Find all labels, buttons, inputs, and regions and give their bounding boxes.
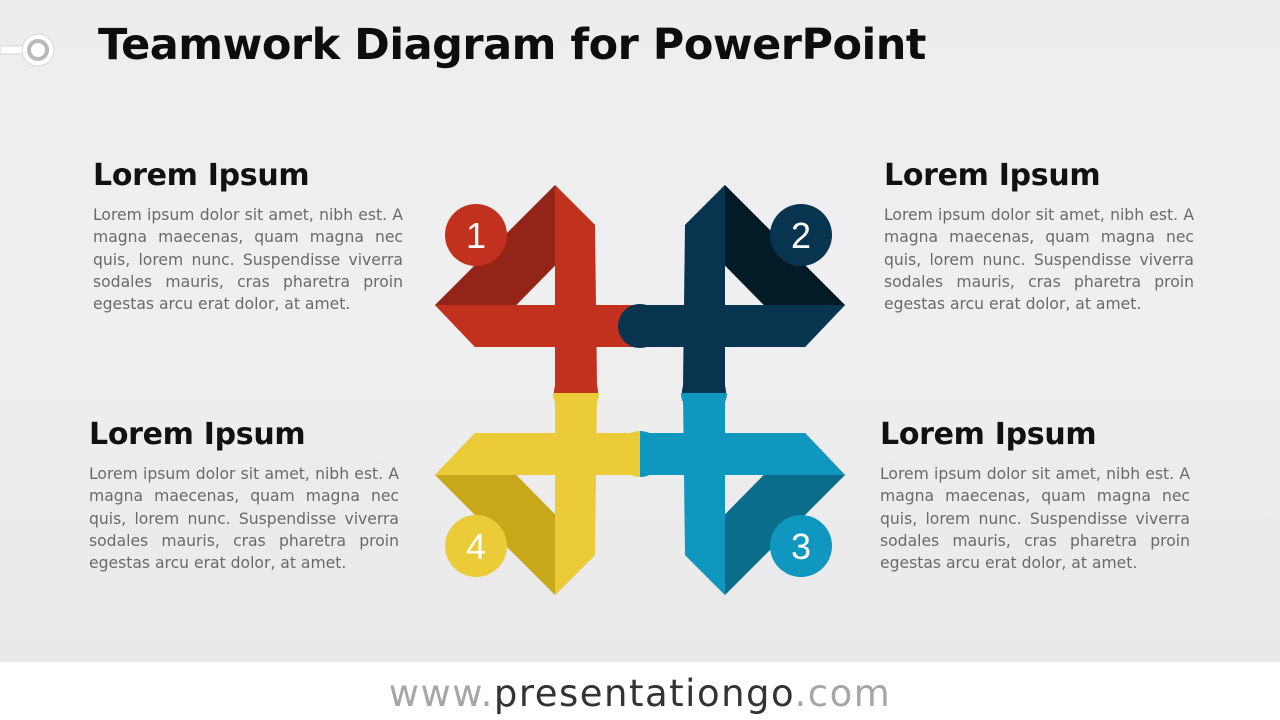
joint-4b [617,431,640,477]
arrow-cross-2 [618,185,845,414]
footer-url-prefix: www. [388,672,494,715]
slide-title: Teamwork Diagram for PowerPoint [98,20,926,70]
key-ring-icon [0,33,55,67]
arrow-bar-1 [435,305,640,347]
text-block-1: Lorem Ipsum Lorem ipsum dolor sit amet, … [93,158,403,315]
footer: www.presentationgo.com [0,662,1280,720]
block-body: Lorem ipsum dolor sit amet, nibh est. A … [89,465,399,573]
block-heading: Lorem Ipsum [93,158,310,193]
block-heading: Lorem Ipsum [89,417,306,452]
arrow-stem-4 [555,393,597,595]
text-block-3: Lorem Ipsum Lorem ipsum dolor sit amet, … [880,417,1190,574]
joint-2 [618,304,662,348]
arrow-cross-1 [435,185,640,414]
number-badge-1: 1 [445,204,507,266]
block-body: Lorem ipsum dolor sit amet, nibh est. A … [93,206,403,314]
text-block-4: Lorem Ipsum Lorem ipsum dolor sit amet, … [89,417,399,574]
arrow-stem-1 [555,185,597,387]
joint-4 [553,393,599,416]
block-body: Lorem ipsum dolor sit amet, nibh est. A … [880,465,1190,573]
number-badge-2: 2 [770,204,832,266]
arrow-cross-3 [640,393,845,595]
arrow-bar-2 [640,305,845,347]
arrow-bar-4 [435,433,640,475]
number-badge-4: 4 [445,515,507,577]
teamwork-diagram: 1 2 3 4 [435,185,845,595]
number-badge-3: 3 [770,515,832,577]
text-block-2: Lorem Ipsum Lorem ipsum dolor sit amet, … [884,158,1194,315]
arrow-stem-2 [683,185,725,387]
block-heading: Lorem Ipsum [884,158,1101,193]
badge-number-3: 3 [791,526,811,567]
arrow-cross-4 [435,393,640,595]
footer-url-brand: presentationgo [493,672,795,715]
badge-number-1: 1 [466,215,486,256]
block-body: Lorem ipsum dolor sit amet, nibh est. A … [884,206,1194,314]
footer-url-suffix: .com [794,672,892,715]
slide-background: Teamwork Diagram for PowerPoint Lorem Ip… [0,0,1280,662]
block-heading: Lorem Ipsum [880,417,1097,452]
arrow-stem-3 [683,393,725,595]
joint-3b [640,431,663,477]
footer-url: www.presentationgo.com [0,672,1280,715]
badge-number-4: 4 [466,526,486,567]
joint-3 [681,393,727,416]
badge-number-2: 2 [791,215,811,256]
arrow-bar-3 [640,433,845,475]
